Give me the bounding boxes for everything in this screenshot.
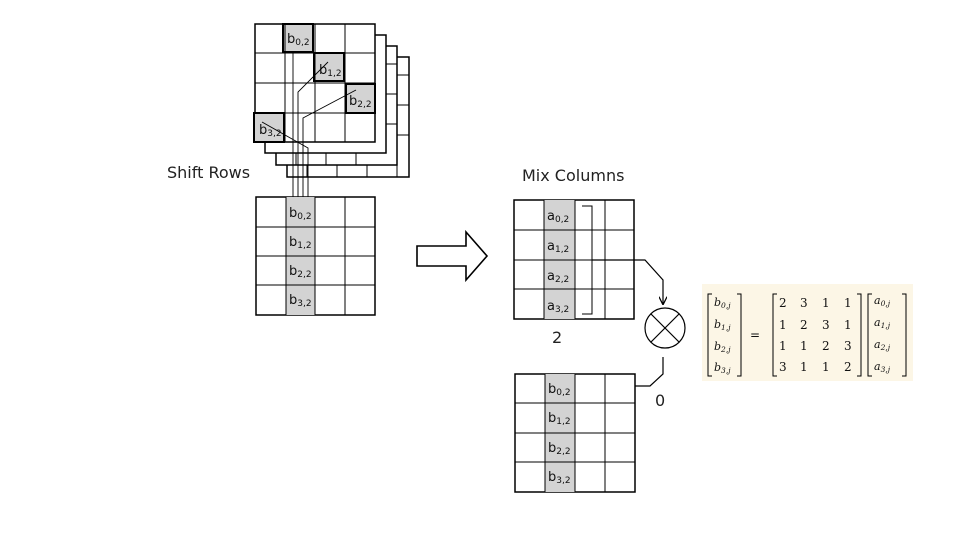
coef-0-3: 1 (844, 296, 852, 310)
equation-equals: = (750, 328, 760, 342)
equation-lhs-0: b0,j (714, 296, 731, 310)
equation-rhs-2: a2,j (874, 338, 891, 352)
mix-output-cell-b02: b0,2 (548, 382, 571, 398)
equation-lhs-3: b3,j (714, 361, 731, 375)
stack-cell-b22: b2,2 (349, 94, 372, 110)
stack-highlight-b32 (253, 112, 285, 143)
mix-columns-label: Mix Columns (522, 166, 624, 185)
coef-2-3: 3 (844, 339, 852, 353)
circled-times-icon (644, 307, 686, 349)
mix-input-cell-a32: a3,2 (547, 299, 569, 315)
coef-1-1: 2 (800, 318, 808, 332)
stack-highlight-b22 (345, 83, 376, 114)
equation-rhs-0: a0,j (874, 294, 891, 308)
equation-rhs-3: a3,j (874, 360, 891, 374)
equation-rhs-1: a1,j (874, 316, 891, 330)
equation-lhs-1: b1,j (714, 318, 731, 332)
coef-3-2: 1 (822, 360, 830, 374)
coef-2-2: 2 (822, 339, 830, 353)
state-stack-back-ticks (295, 63, 409, 177)
coef-3-3: 2 (844, 360, 852, 374)
shift-rows-label: Shift Rows (167, 163, 250, 182)
coef-0-0: 2 (779, 296, 787, 310)
mix-output-matrix: b0,2 b1,2 b2,2 b3,2 (514, 373, 636, 493)
stack-cell-b12: b1,2 (319, 63, 342, 79)
stack-highlight-b12 (313, 52, 345, 82)
shifted-cell-b12: b1,2 (289, 235, 312, 251)
coef-1-3: 1 (844, 318, 852, 332)
equation-lhs-2: b2,j (714, 340, 731, 354)
shifted-cell-b22: b2,2 (289, 264, 312, 280)
stack-cell-b32: b3,2 (259, 123, 282, 139)
coefficient-matrix: 2 3 1 1 1 2 3 1 1 1 2 3 3 1 1 2 (779, 296, 852, 374)
shifted-state-matrix: b0,2 b1,2 b2,2 b3,2 (255, 196, 376, 316)
output-index-label: 0 (655, 391, 665, 410)
mix-input-cell-a12: a1,2 (547, 239, 569, 255)
coef-2-1: 1 (800, 339, 808, 353)
coef-1-2: 3 (822, 318, 830, 332)
column-index-label: 2 (552, 328, 562, 347)
mix-output-cell-b12: b1,2 (548, 411, 571, 427)
mix-output-cell-b22: b2,2 (548, 441, 571, 457)
coef-3-0: 3 (779, 360, 787, 374)
mix-output-cell-b32: b3,2 (548, 470, 571, 486)
mix-columns-equation: b0,j b1,j b2,j b3,j = 2 3 1 1 1 2 3 1 1 … (702, 284, 913, 381)
coef-2-0: 1 (779, 339, 787, 353)
coef-0-1: 3 (800, 296, 808, 310)
coef-1-0: 1 (779, 318, 787, 332)
coef-0-2: 1 (822, 296, 830, 310)
hollow-right-arrow-icon (416, 229, 489, 283)
state-stack-front: b0,2 b1,2 b2,2 b3,2 (253, 23, 376, 143)
mix-input-cell-a02: a0,2 (547, 209, 569, 225)
bracket-to-operator-arrow (592, 259, 663, 304)
coef-3-1: 1 (800, 360, 808, 374)
mix-input-cell-a22: a2,2 (547, 269, 569, 285)
shifted-cell-b32: b3,2 (289, 293, 312, 309)
shifted-cell-b02: b0,2 (289, 206, 312, 222)
stack-cell-b02: b0,2 (287, 32, 310, 48)
stack-highlight-b02 (282, 23, 314, 53)
